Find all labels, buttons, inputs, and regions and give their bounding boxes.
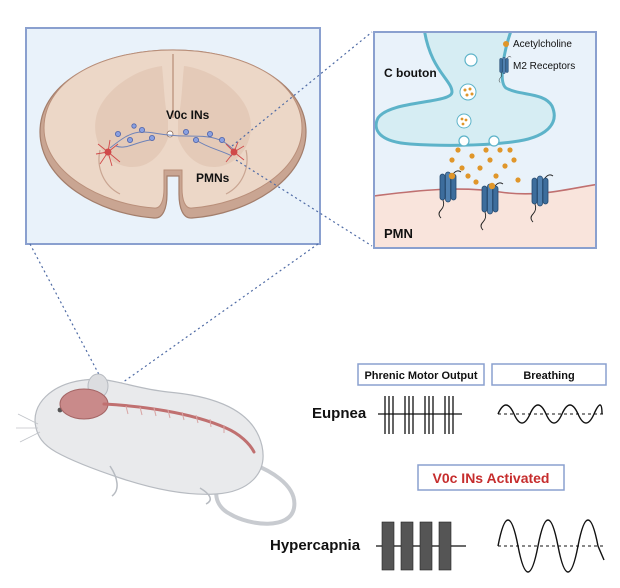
mouse-hind-leg	[199, 487, 211, 505]
release-site-right	[488, 135, 500, 147]
phrenic-motor-output-header: Phrenic Motor Output	[364, 370, 477, 382]
acetylcholine-legend-icon	[503, 41, 509, 47]
mouse-front-leg	[109, 465, 118, 497]
activation-box	[417, 464, 565, 491]
eupnea-label: Eupnea	[312, 405, 367, 422]
hypercapnia-phrenic-trace	[376, 521, 466, 571]
synapse-frame	[373, 31, 597, 249]
acetylcholine-molecules	[449, 147, 521, 185]
pmns-label: PMNs	[196, 171, 230, 185]
mouse-illustration	[16, 373, 297, 526]
breathing-header-box	[491, 363, 607, 386]
pmn-label: PMN	[384, 226, 413, 241]
eupnea-phrenic-trace	[378, 396, 462, 434]
hypercapnia-label: Hypercapnia	[270, 537, 361, 554]
eupnea-breathing-trace	[497, 404, 604, 424]
pmn-neuron-left	[95, 139, 121, 167]
v0c-ins-label: V0c INs	[166, 108, 210, 122]
synapse-panel: C bouton PMN Acetylcholine M2 Receptors	[373, 31, 597, 249]
c-bouton-label: C bouton	[384, 66, 437, 80]
v0c-neurons	[115, 123, 225, 143]
mouse-brain	[59, 388, 109, 420]
v0c-ins-activated-label: V0c INs Activated	[433, 470, 550, 486]
vesicle-2	[456, 113, 472, 129]
hypercapnia-breathing-trace	[497, 519, 606, 573]
release-site-left	[458, 135, 470, 147]
vesicle-1	[459, 83, 477, 101]
m2-receptors-legend-label: M2 Receptors	[513, 61, 575, 72]
acetylcholine-legend-label: Acetylcholine	[513, 39, 572, 50]
breathing-header: Breathing	[523, 370, 574, 382]
mouse-spinal-cord	[102, 402, 256, 454]
mouse-whiskers	[16, 413, 41, 443]
zoom-connectors	[29, 31, 373, 391]
recording-panel: Phrenic Motor Output Breathing Eupnea V0…	[270, 363, 607, 573]
mouse-tail	[214, 458, 297, 526]
empty-vesicle	[464, 53, 478, 67]
m2-receptors	[438, 170, 554, 231]
v0c-interneuron-circuit	[109, 131, 237, 157]
spinal-cord-panel: V0c INs PMNs	[25, 27, 321, 245]
pmn-neuron-right	[225, 141, 245, 163]
mouse-spinal-nerves	[125, 405, 225, 433]
phrenic-header-box	[357, 363, 485, 386]
